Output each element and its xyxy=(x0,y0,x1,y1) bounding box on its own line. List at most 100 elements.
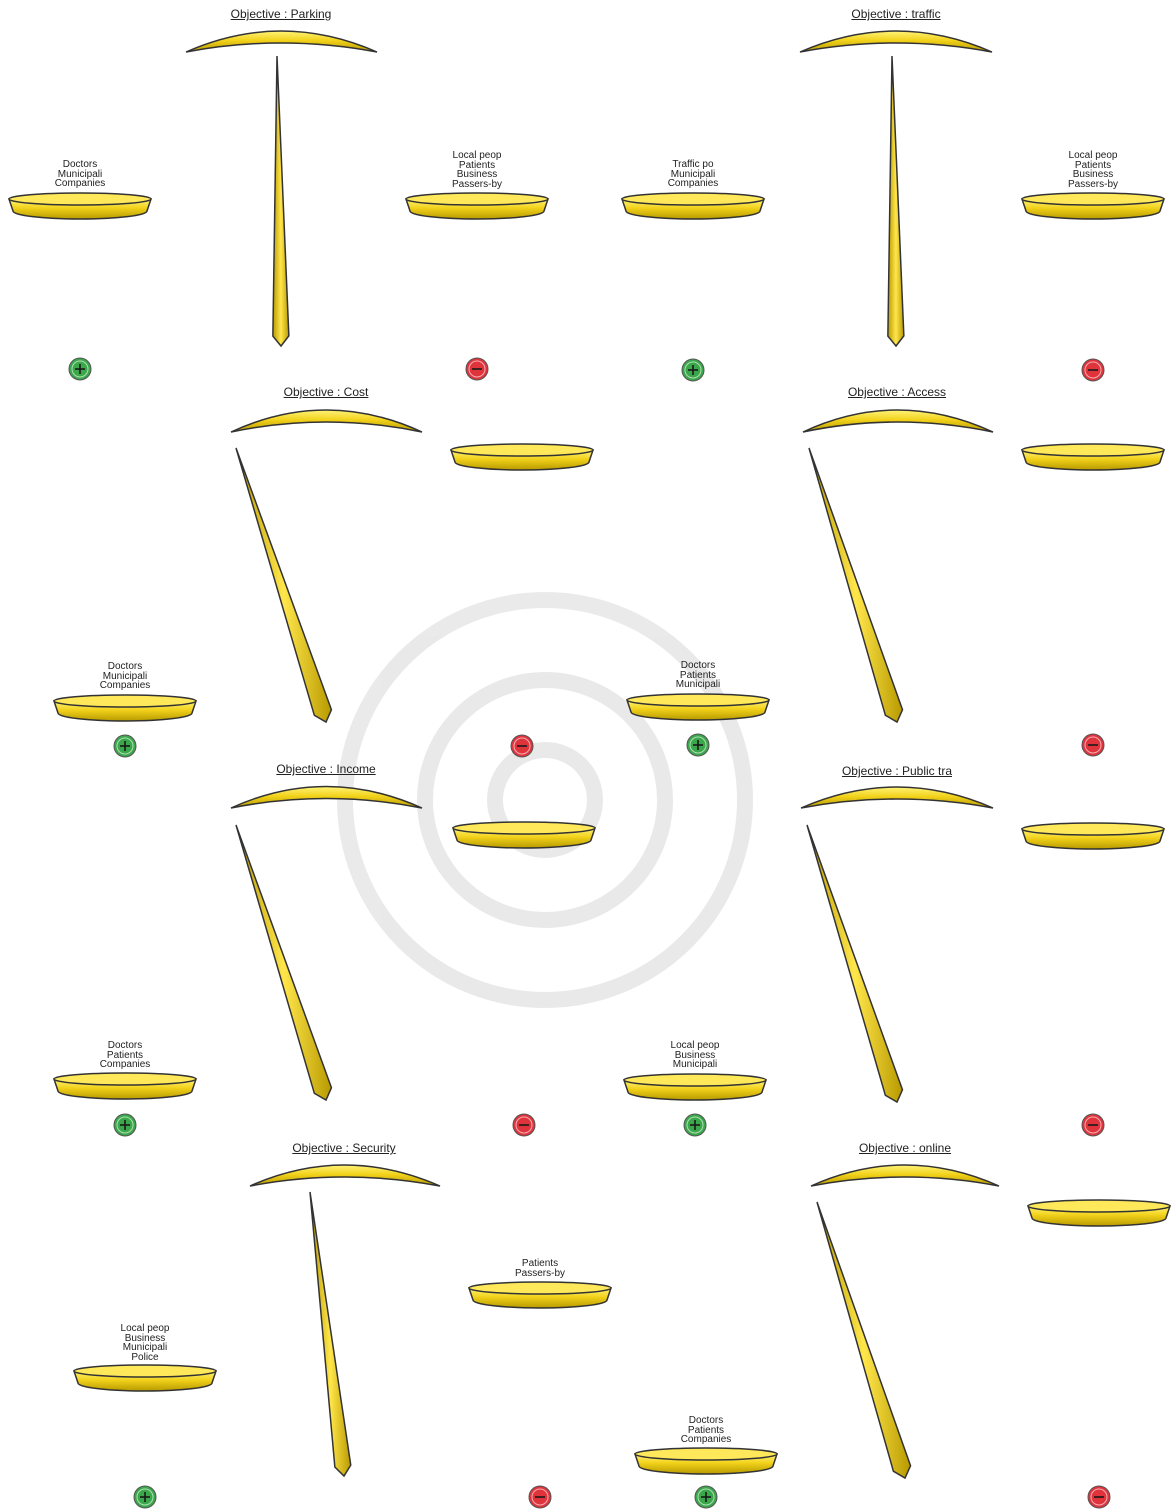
scale-beam xyxy=(802,409,994,433)
stakeholder-label: Municipali xyxy=(672,1059,718,1070)
plus-circle-icon[interactable] xyxy=(68,357,92,381)
objective-title: Objective : Income xyxy=(276,762,376,776)
balance-scale xyxy=(72,1164,613,1509)
stakeholder-label: Business xyxy=(1072,169,1114,180)
scale-pole xyxy=(272,55,290,348)
plus-circle-icon[interactable] xyxy=(133,1485,157,1509)
scale-beam xyxy=(799,30,993,53)
left-pan xyxy=(633,1447,779,1475)
balance-scale xyxy=(622,786,1166,1137)
plus-circle-icon[interactable] xyxy=(694,1485,718,1509)
stakeholder-label: Passers-by xyxy=(451,178,503,190)
objective-title: Objective : traffic xyxy=(851,7,941,21)
objective-title: Objective : Parking xyxy=(230,7,332,21)
stakeholder-label: Companies xyxy=(680,1434,732,1445)
balance-scale xyxy=(633,1164,1171,1509)
stakeholder-label: Municipali xyxy=(57,168,103,180)
scale-pole xyxy=(235,447,333,724)
stakeholder-label: Patients xyxy=(1074,159,1112,171)
plus-circle-icon[interactable] xyxy=(683,1113,707,1137)
left-pan xyxy=(7,192,153,220)
stakeholder-label: Municipali xyxy=(675,679,721,690)
left-pan xyxy=(72,1364,218,1392)
objective-title: Objective : online xyxy=(858,1141,952,1155)
stakeholder-label: Passers-by xyxy=(514,1267,566,1279)
stakeholder-label: Local peop xyxy=(120,1323,170,1334)
minus-circle-icon[interactable] xyxy=(1081,1113,1105,1137)
minus-circle-icon[interactable] xyxy=(510,734,534,758)
scale-pole xyxy=(235,824,333,1102)
stakeholder-label: Municipali xyxy=(122,1342,168,1353)
plus-circle-icon[interactable] xyxy=(686,733,710,757)
stakeholder-label: Companies xyxy=(99,680,151,691)
scale-beam xyxy=(800,786,994,809)
minus-circle-icon[interactable] xyxy=(465,357,489,381)
stakeholder-label: Business xyxy=(456,169,498,180)
scale-pole xyxy=(309,1191,352,1478)
stakeholder-label: Patients xyxy=(679,669,717,681)
stakeholder-label: Municipali xyxy=(670,168,716,180)
stakeholder-label: Doctors xyxy=(107,661,143,672)
minus-circle-icon[interactable] xyxy=(512,1113,536,1137)
objective-title: Objective : Public tra xyxy=(841,764,953,778)
stakeholder-label: Patients xyxy=(106,1049,144,1061)
right-pan xyxy=(1020,443,1166,471)
right-pan xyxy=(451,821,597,849)
scale-beam xyxy=(810,1164,1000,1187)
stakeholder-label: Business xyxy=(124,1332,166,1344)
scale-pole xyxy=(808,447,904,724)
right-pan xyxy=(404,192,550,220)
objective-title: Objective : Cost xyxy=(283,385,369,399)
scale-beam xyxy=(230,785,423,809)
stakeholder-label: Doctors xyxy=(688,1415,724,1426)
stakeholder-label: Companies xyxy=(54,178,106,189)
plus-circle-icon[interactable] xyxy=(113,734,137,758)
right-pan xyxy=(1020,822,1166,850)
stakeholder-label: Companies xyxy=(99,1059,151,1070)
plus-circle-icon[interactable] xyxy=(681,358,705,382)
objective-title: Objective : Access xyxy=(847,385,947,399)
stakeholder-label: Local peop xyxy=(1068,150,1118,161)
scale-pole xyxy=(806,824,904,1104)
minus-circle-icon[interactable] xyxy=(528,1485,552,1509)
stakeholder-label: Patients xyxy=(458,159,496,171)
stakeholder-label: Business xyxy=(674,1049,716,1061)
scale-pole xyxy=(887,55,905,348)
stakeholder-label: Patients xyxy=(687,1424,725,1436)
left-pan xyxy=(620,192,766,220)
left-pan xyxy=(52,1072,198,1100)
objective-title: Objective : Security xyxy=(292,1141,396,1155)
stakeholder-label: Police xyxy=(131,1351,159,1363)
stakeholder-label: Doctors xyxy=(107,1040,143,1051)
stakeholder-label: Passers-by xyxy=(1067,178,1119,190)
plus-circle-icon[interactable] xyxy=(113,1113,137,1137)
right-pan xyxy=(467,1281,613,1309)
right-pan xyxy=(1020,192,1166,220)
left-pan xyxy=(622,1073,768,1101)
stakeholder-label: Doctors xyxy=(62,159,98,170)
stakeholder-label: Traffic po xyxy=(672,159,714,170)
scale-beam xyxy=(230,409,423,433)
right-pan xyxy=(449,443,595,471)
right-pan xyxy=(1026,1199,1171,1227)
scale-pole xyxy=(816,1201,912,1480)
minus-circle-icon[interactable] xyxy=(1081,733,1105,757)
balance-scale xyxy=(620,30,1166,382)
minus-circle-icon[interactable] xyxy=(1087,1485,1111,1509)
balance-scale xyxy=(625,409,1166,757)
minus-circle-icon[interactable] xyxy=(1081,358,1105,382)
